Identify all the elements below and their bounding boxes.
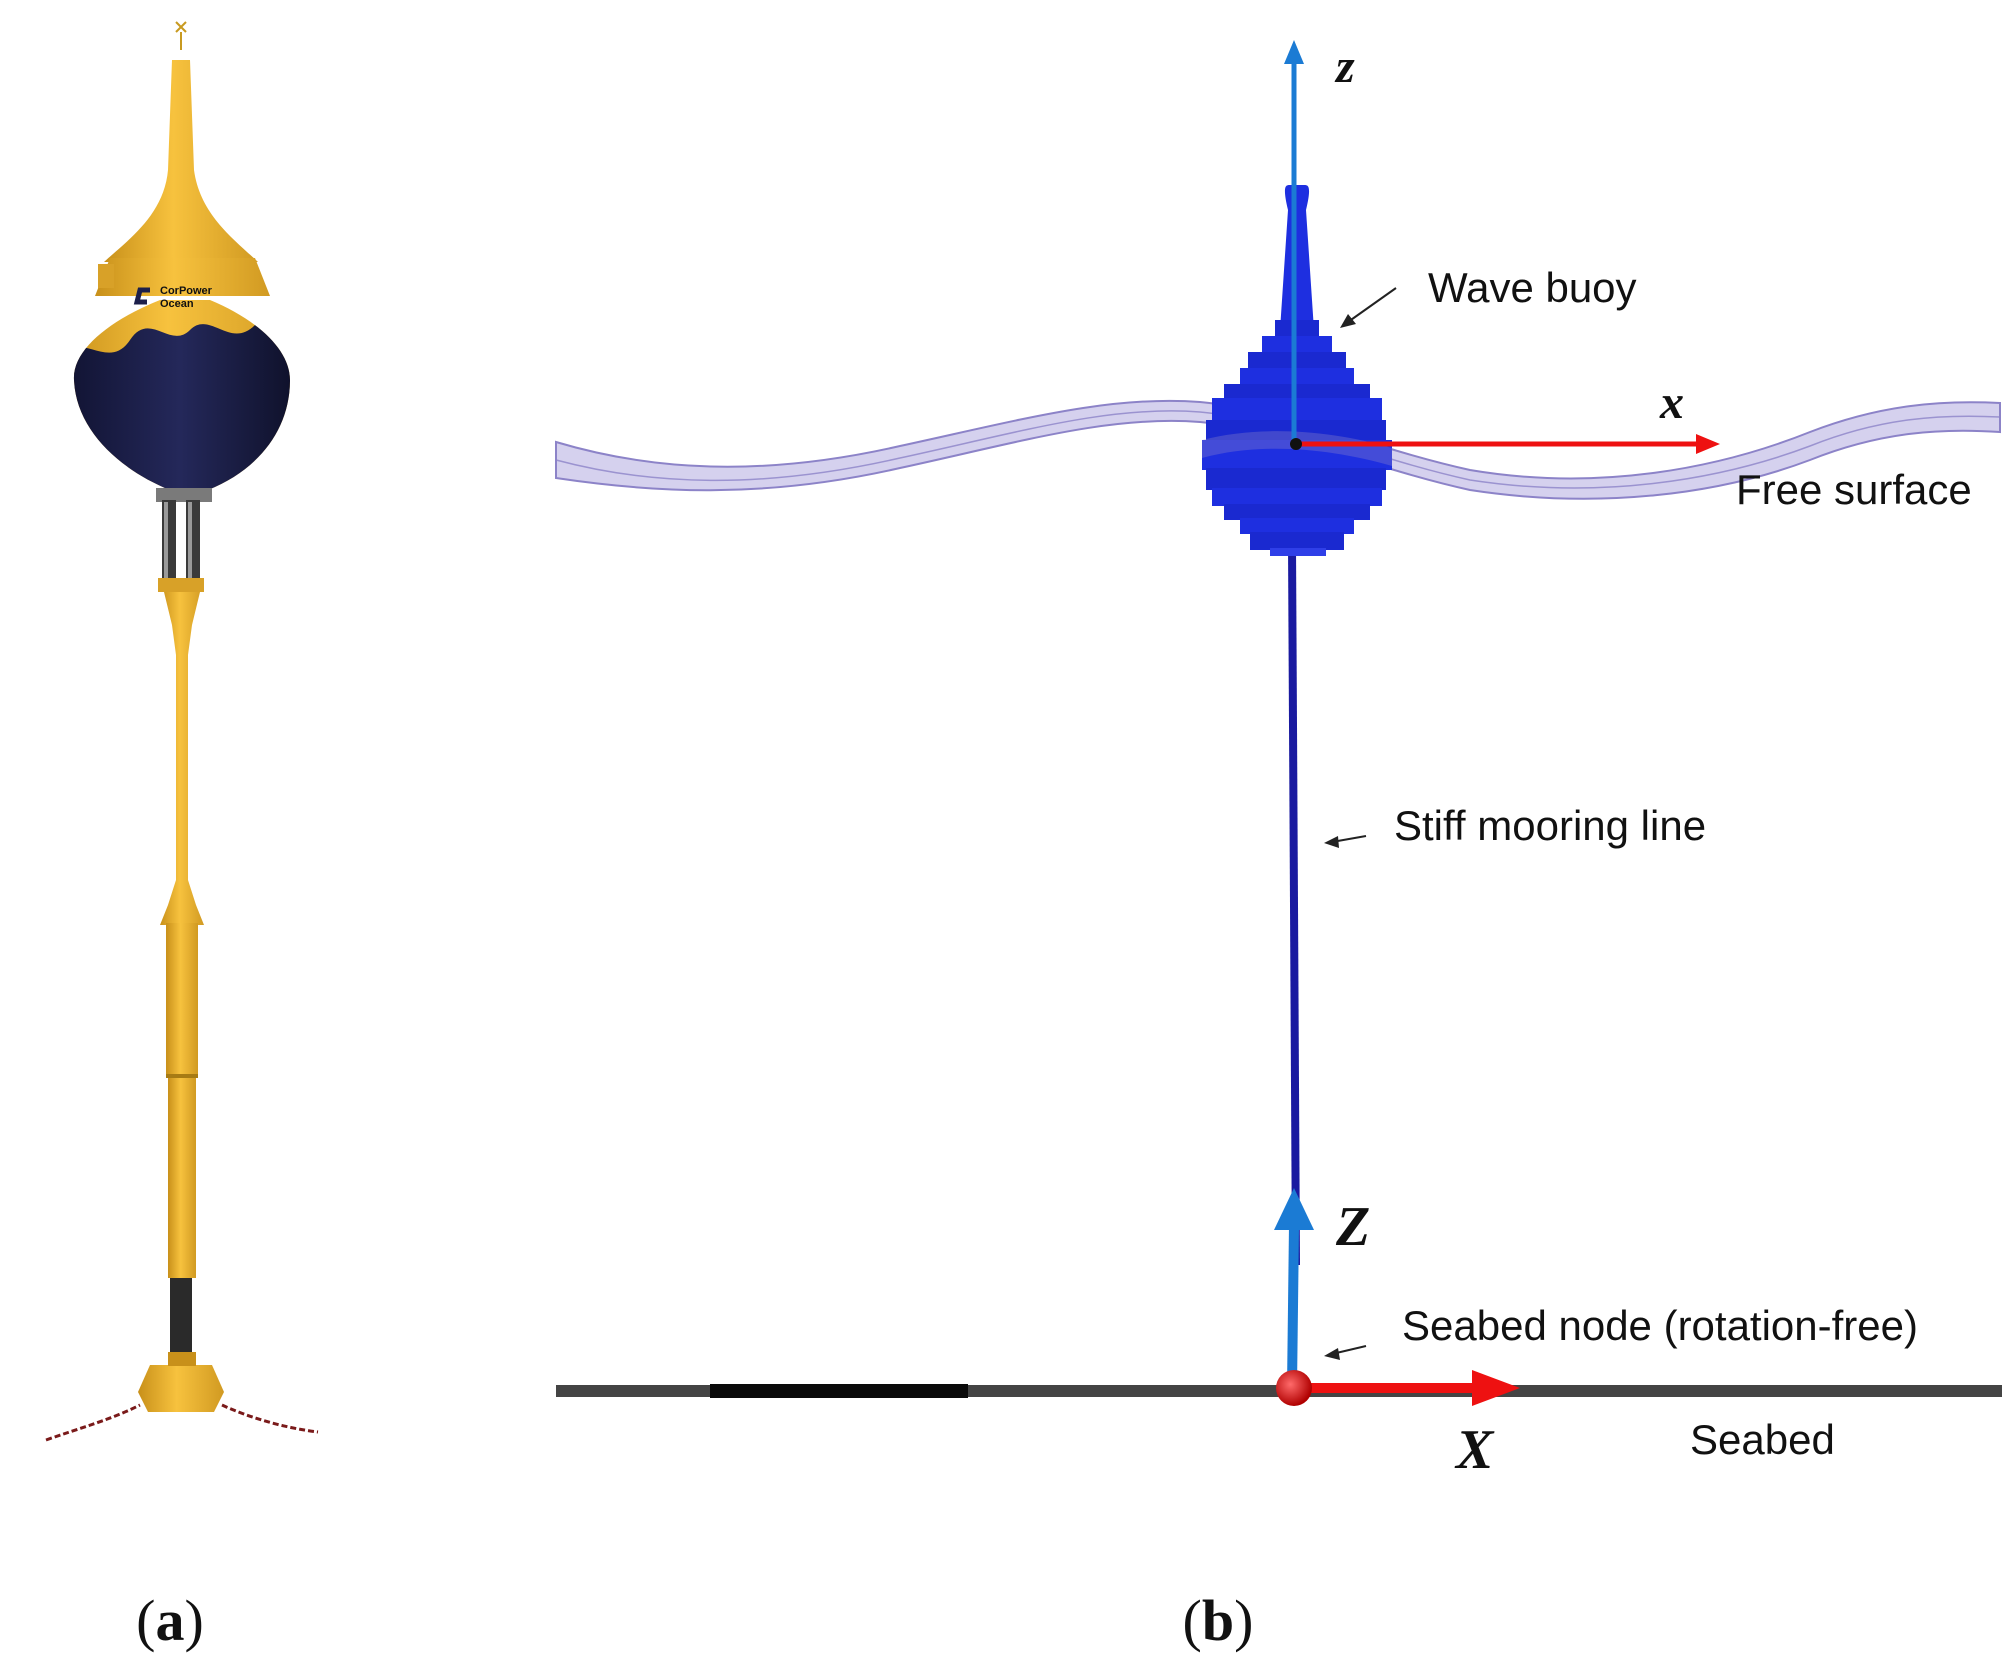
buoy-hull: [73, 300, 290, 490]
local-x-axis: [1296, 434, 1720, 454]
wave-buoy-label: Wave buoy: [1428, 264, 1637, 311]
foundation-anchor: [138, 1365, 224, 1412]
buoy-spire: [104, 60, 258, 262]
local-z-label: z: [1334, 40, 1355, 93]
wave-buoy-arrow: [1347, 287, 1397, 323]
global-z-axis: [1274, 1188, 1314, 1389]
wave-buoy-model: [1202, 185, 1392, 556]
stiff-mooring-line-label: Stiff mooring line: [1394, 802, 1706, 849]
device-illustration: CorPower Ocean: [45, 21, 319, 1442]
seabed-label: Seabed: [1690, 1416, 1835, 1463]
global-x-label: X: [1454, 1419, 1495, 1481]
logo-line-2: Ocean: [160, 298, 194, 310]
leader-arrows: [1324, 287, 1397, 1360]
anchor-ropes: [45, 1403, 319, 1442]
numerical-model: z x Z X Wave buoy Free surface Stiff moo…: [555, 40, 2002, 1481]
global-x-axis: [1296, 1370, 1520, 1406]
local-z-axis: [1284, 40, 1304, 444]
mast-tip-icon: [175, 21, 187, 50]
panel-label-b: (b): [1183, 1588, 1254, 1653]
local-x-label: x: [1659, 376, 1684, 429]
panel-label-a: (a): [136, 1588, 204, 1653]
free-surface-label: Free surface: [1736, 466, 1972, 513]
seabed-node: [1276, 1370, 1312, 1406]
buoy-center-point: [1290, 438, 1302, 450]
corpower-logo-icon: [133, 287, 150, 305]
global-z-label: Z: [1335, 1196, 1370, 1258]
logo-line-1: CorPower: [160, 285, 213, 297]
stiff-mooring-line: [1288, 544, 1300, 1266]
seabed-node-label: Seabed node (rotation-free): [1402, 1302, 1918, 1349]
